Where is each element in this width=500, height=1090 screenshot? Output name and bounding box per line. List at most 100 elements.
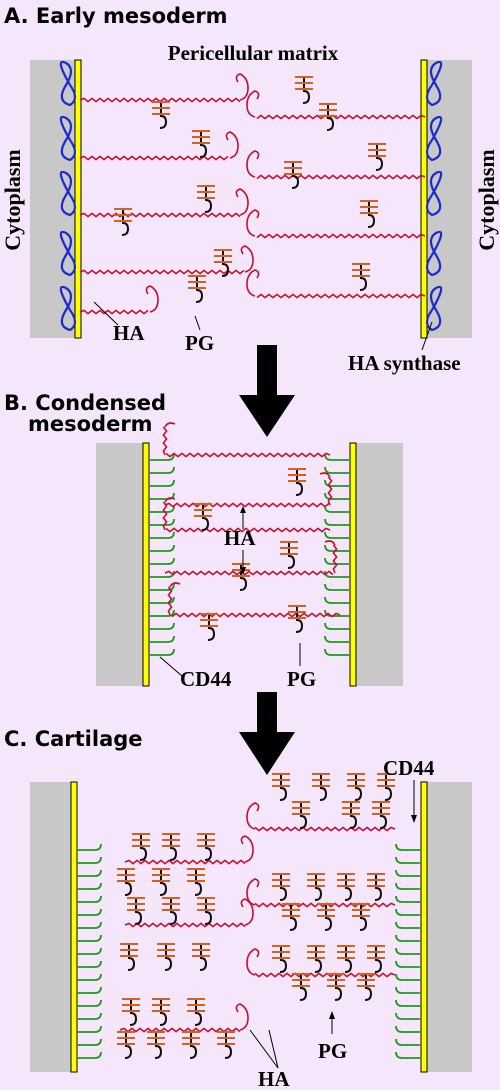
cd44-receptor [77,882,102,890]
ha-strand-end [235,188,249,216]
proteoglycan [192,943,210,971]
cd44-receptor [395,908,420,916]
cd44-receptor [324,596,349,604]
ha-strand [79,309,149,315]
proteoglycan [187,868,205,896]
proteoglycan [360,200,378,228]
proteoglycan [367,945,385,973]
proteoglycan [282,903,300,931]
proteoglycan [162,833,180,861]
proteoglycan [127,897,145,925]
cd44-receptor [150,466,175,474]
cd44-receptor [324,453,349,461]
ha-strand-tip [319,472,331,478]
cd44-receptor [77,895,102,903]
proteoglycan [307,945,325,973]
ha-strand [79,269,245,275]
ha-strand [256,174,426,180]
ha-strand [256,114,426,120]
pg-label-c: PG [318,1039,347,1063]
proteoglycan [337,873,355,901]
cd44-receptor [324,557,349,565]
membrane-right-b [349,442,357,687]
proteoglycan [292,801,310,829]
cd44-receptor [77,1012,102,1020]
cd44-receptor [77,960,102,968]
arrow-b-to-c [239,692,295,775]
proteoglycan [367,873,385,901]
pg-label-b: PG [287,667,316,691]
proteoglycan [288,605,306,633]
proteoglycan [132,833,150,861]
proteoglycan [162,897,180,925]
ha-strand-end [167,586,173,616]
ha-synthase [59,60,77,107]
cd44-receptor [150,518,175,526]
cd44-receptor [150,544,175,552]
ha-strand [165,452,331,458]
cd44-receptor [395,947,420,955]
ha-strand-end [246,948,260,976]
ha-label-a: HA [113,321,145,345]
proteoglycan [288,468,306,496]
cd44-receptor [77,1038,102,1046]
panel-b-title-line1: B. Condensed [4,391,166,415]
membrane-left-b [142,442,150,687]
cell-right-c [426,782,472,1072]
cd44-receptor [150,557,175,565]
ha-strand-end [162,501,168,531]
cd44-receptor [150,609,175,617]
cd44-pointer-b [159,656,183,677]
proteoglycan [357,973,375,1001]
ha-synthase [425,170,443,217]
ha-strand [119,1027,241,1033]
ha-synthase [425,115,443,162]
cd44-receptor [77,999,102,1007]
cd44-receptor [324,518,349,526]
proteoglycan [292,973,310,1001]
ha-strand-end [240,245,254,273]
proteoglycan [347,773,365,801]
ha-strand-end [332,544,338,574]
ha-label-c: HA [258,1067,290,1090]
proteoglycan [327,973,345,1001]
cd44-label-b: CD44 [180,667,232,691]
proteoglycan [200,613,218,641]
ha-strand-end [246,209,260,237]
cd44-label-c: CD44 [383,756,435,780]
ha-strands-panel-c [119,802,396,1033]
proteoglycan [368,143,386,171]
ha-synthase [59,170,77,217]
ha-pointer-c-1 [249,1029,279,1069]
cd44-receptor [77,986,102,994]
proteoglycan [114,208,132,236]
pg-pointer-a [194,315,201,331]
ha-strand [165,527,331,533]
ha-strand [254,826,396,832]
cd44-receptor [150,583,175,591]
proteoglycan [272,945,290,973]
pg-arrowhead-c [329,1011,335,1019]
cell-left-cytoplasm [30,60,76,338]
panel-b-condensed-mesoderm: B. Condensed mesoderm HA CD44 PG [4,391,403,691]
cd44-receptor [395,960,420,968]
pericellular-matrix-label: Pericellular matrix [168,41,339,65]
ha-strands-panel-a [79,73,426,315]
ha-strand-end [246,150,260,178]
proteoglycan [319,103,337,131]
cd44-receptors-b [150,453,349,656]
cd44-receptor [324,505,349,513]
panel-a-title: A. Early mesoderm [4,4,228,28]
proteoglycan [152,998,170,1026]
ha-synthase [425,230,443,277]
ha-strand [124,859,246,865]
cd44-receptor [395,999,420,1007]
proteoglycan [352,263,370,291]
ha-strand-end [246,269,260,297]
proteoglycan [188,275,206,303]
cytoplasm-right-label: Cytoplasm [474,149,499,250]
cd44-receptor [395,895,420,903]
ha-label-b: HA [224,526,256,550]
cell-membrane-left [74,59,82,339]
